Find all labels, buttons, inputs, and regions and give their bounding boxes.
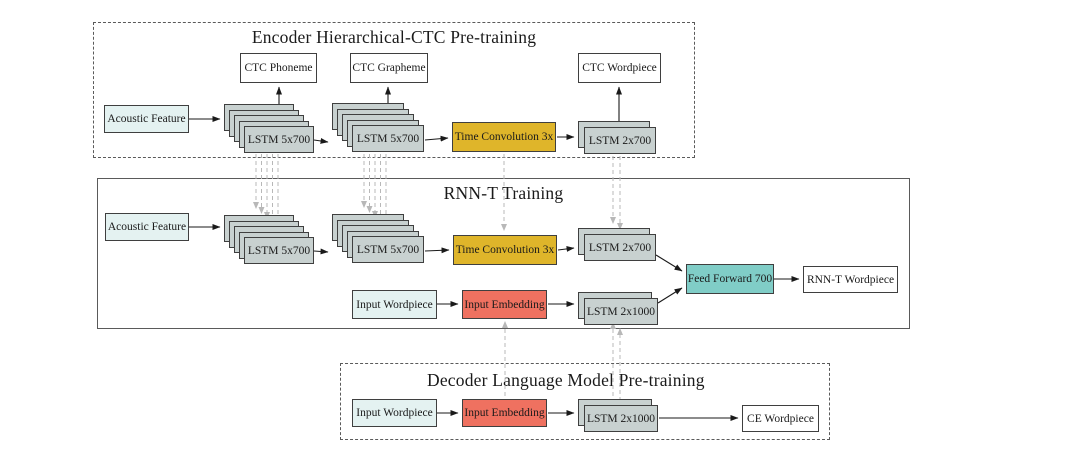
rnnt-training-title: RNN-T Training (443, 183, 564, 203)
lstm-layer-front: LSTM 2x1000 (584, 405, 658, 432)
lstm-5x700-stack-encoder-2: LSTM 5x700 (332, 103, 424, 152)
encoder-pretraining-title: Encoder Hierarchical-CTC Pre-training (251, 27, 537, 47)
rnnt-wordpiece-box: RNN-T Wordpiece (803, 266, 898, 293)
acoustic-feature-box-rnnt: Acoustic Feature (105, 213, 189, 241)
section-encoder-pretraining (93, 22, 695, 158)
input-wordpiece-box-decoder: Input Wordpiece (352, 399, 437, 427)
decoder-pretraining-title: Decoder Language Model Pre-training (427, 370, 705, 390)
lstm-2x700-stack-encoder: LSTM 2x700 (578, 121, 656, 154)
lstm-layer-front: LSTM 2x700 (584, 127, 656, 154)
lstm-layer-front: LSTM 2x700 (584, 234, 656, 261)
feed-forward-box: Feed Forward 700 (686, 264, 774, 294)
lstm-2x1000-stack-decoder: LSTM 2x1000 (578, 399, 658, 432)
lstm-layer-front: LSTM 2x1000 (584, 298, 658, 325)
input-wordpiece-box-rnnt: Input Wordpiece (352, 290, 437, 319)
lstm-5x700-stack-rnnt-1: LSTM 5x700 (224, 215, 314, 264)
lstm-2x700-stack-rnnt: LSTM 2x700 (578, 228, 656, 261)
lstm-layer-front: LSTM 5x700 (352, 125, 424, 152)
lstm-5x700-stack-encoder-1: LSTM 5x700 (224, 104, 314, 153)
acoustic-feature-box-encoder: Acoustic Feature (104, 105, 189, 133)
time-convolution-box-rnnt: Time Convolution 3x (453, 235, 557, 265)
lstm-2x1000-stack-rnnt: LSTM 2x1000 (578, 292, 658, 325)
lstm-5x700-stack-rnnt-2: LSTM 5x700 (332, 214, 424, 263)
section-decoder-pretraining (340, 363, 830, 440)
ce-wordpiece-box: CE Wordpiece (742, 405, 819, 432)
input-embedding-box-decoder: Input Embedding (462, 399, 547, 427)
lstm-layer-front: LSTM 5x700 (352, 236, 424, 263)
ctc-grapheme-box: CTC Grapheme (350, 53, 428, 83)
time-convolution-box-encoder: Time Convolution 3x (452, 122, 556, 152)
input-embedding-box-rnnt: Input Embedding (462, 290, 547, 319)
lstm-layer-front: LSTM 5x700 (244, 237, 314, 264)
ctc-phoneme-box: CTC Phoneme (240, 53, 317, 83)
lstm-layer-front: LSTM 5x700 (244, 126, 314, 153)
ctc-wordpiece-box: CTC Wordpiece (578, 53, 661, 83)
